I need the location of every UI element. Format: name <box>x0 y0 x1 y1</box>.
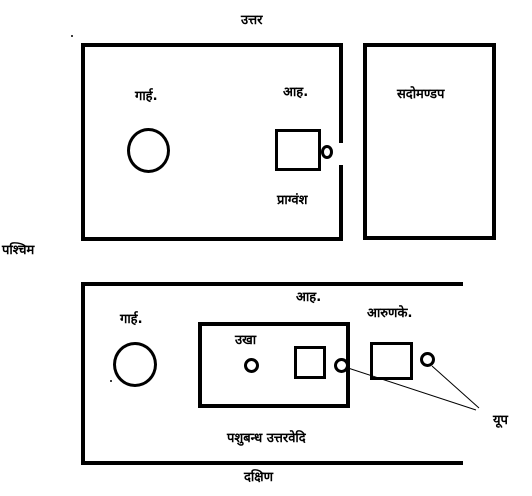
sadomandapa-title: सदोमण्डप <box>397 87 445 102</box>
yupa-leader-line-2 <box>431 365 480 409</box>
aruneke-square <box>370 342 413 380</box>
pashubandha-garhapatya-label: गार्ह. <box>120 312 143 327</box>
pracinavamsa-bottom-wall <box>81 237 343 241</box>
yupa-leader-line-1 <box>347 367 477 411</box>
sadomandapa-enclosure <box>363 43 496 240</box>
pracinavamsa-left-wall <box>81 43 85 241</box>
pashubandha-top-wall <box>81 282 463 286</box>
pracinavamsa-top-wall <box>81 43 343 47</box>
pracinavamsa-title: प्राग्वंश <box>277 193 308 208</box>
uttaravedi-yupa-circle <box>334 358 349 373</box>
pracinavamsa-right-wall-upper <box>339 43 343 143</box>
pracinavamsa-ahavaniya-fire <box>275 129 321 171</box>
pashubandha-left-wall <box>81 282 85 465</box>
ukha-circle <box>244 358 259 373</box>
pashubandha-garhapatya-fire <box>113 342 157 387</box>
stray-dot <box>71 35 73 37</box>
aruneke-yupa-circle <box>420 352 435 367</box>
pashubandha-dot <box>110 380 112 382</box>
south-label: दक्षिण <box>244 470 273 485</box>
pracinavamsa-small-circle <box>321 145 333 159</box>
aruneke-label: आरुणके. <box>367 306 413 321</box>
pracinavamsa-ahavaniya-label: आह. <box>283 85 309 100</box>
pracinavamsa-right-wall-lower <box>339 165 343 241</box>
pracinavamsa-garhapatya-fire <box>127 128 170 173</box>
north-label: उत्तर <box>241 13 263 28</box>
uttaravedi-ahavaniya-fire <box>294 346 326 379</box>
ukha-label: उखा <box>235 333 257 348</box>
pracinavamsa-garhapatya-label: गार्ह. <box>135 89 158 104</box>
uttaravedi-label: पशुबन्ध उत्तरवेदि <box>227 431 306 446</box>
pashubandha-ahavaniya-label: आह. <box>296 290 322 305</box>
yupa-label: यूप <box>493 413 508 428</box>
pashubandha-bottom-wall <box>81 461 463 465</box>
west-label: पश्चिम <box>2 243 35 258</box>
